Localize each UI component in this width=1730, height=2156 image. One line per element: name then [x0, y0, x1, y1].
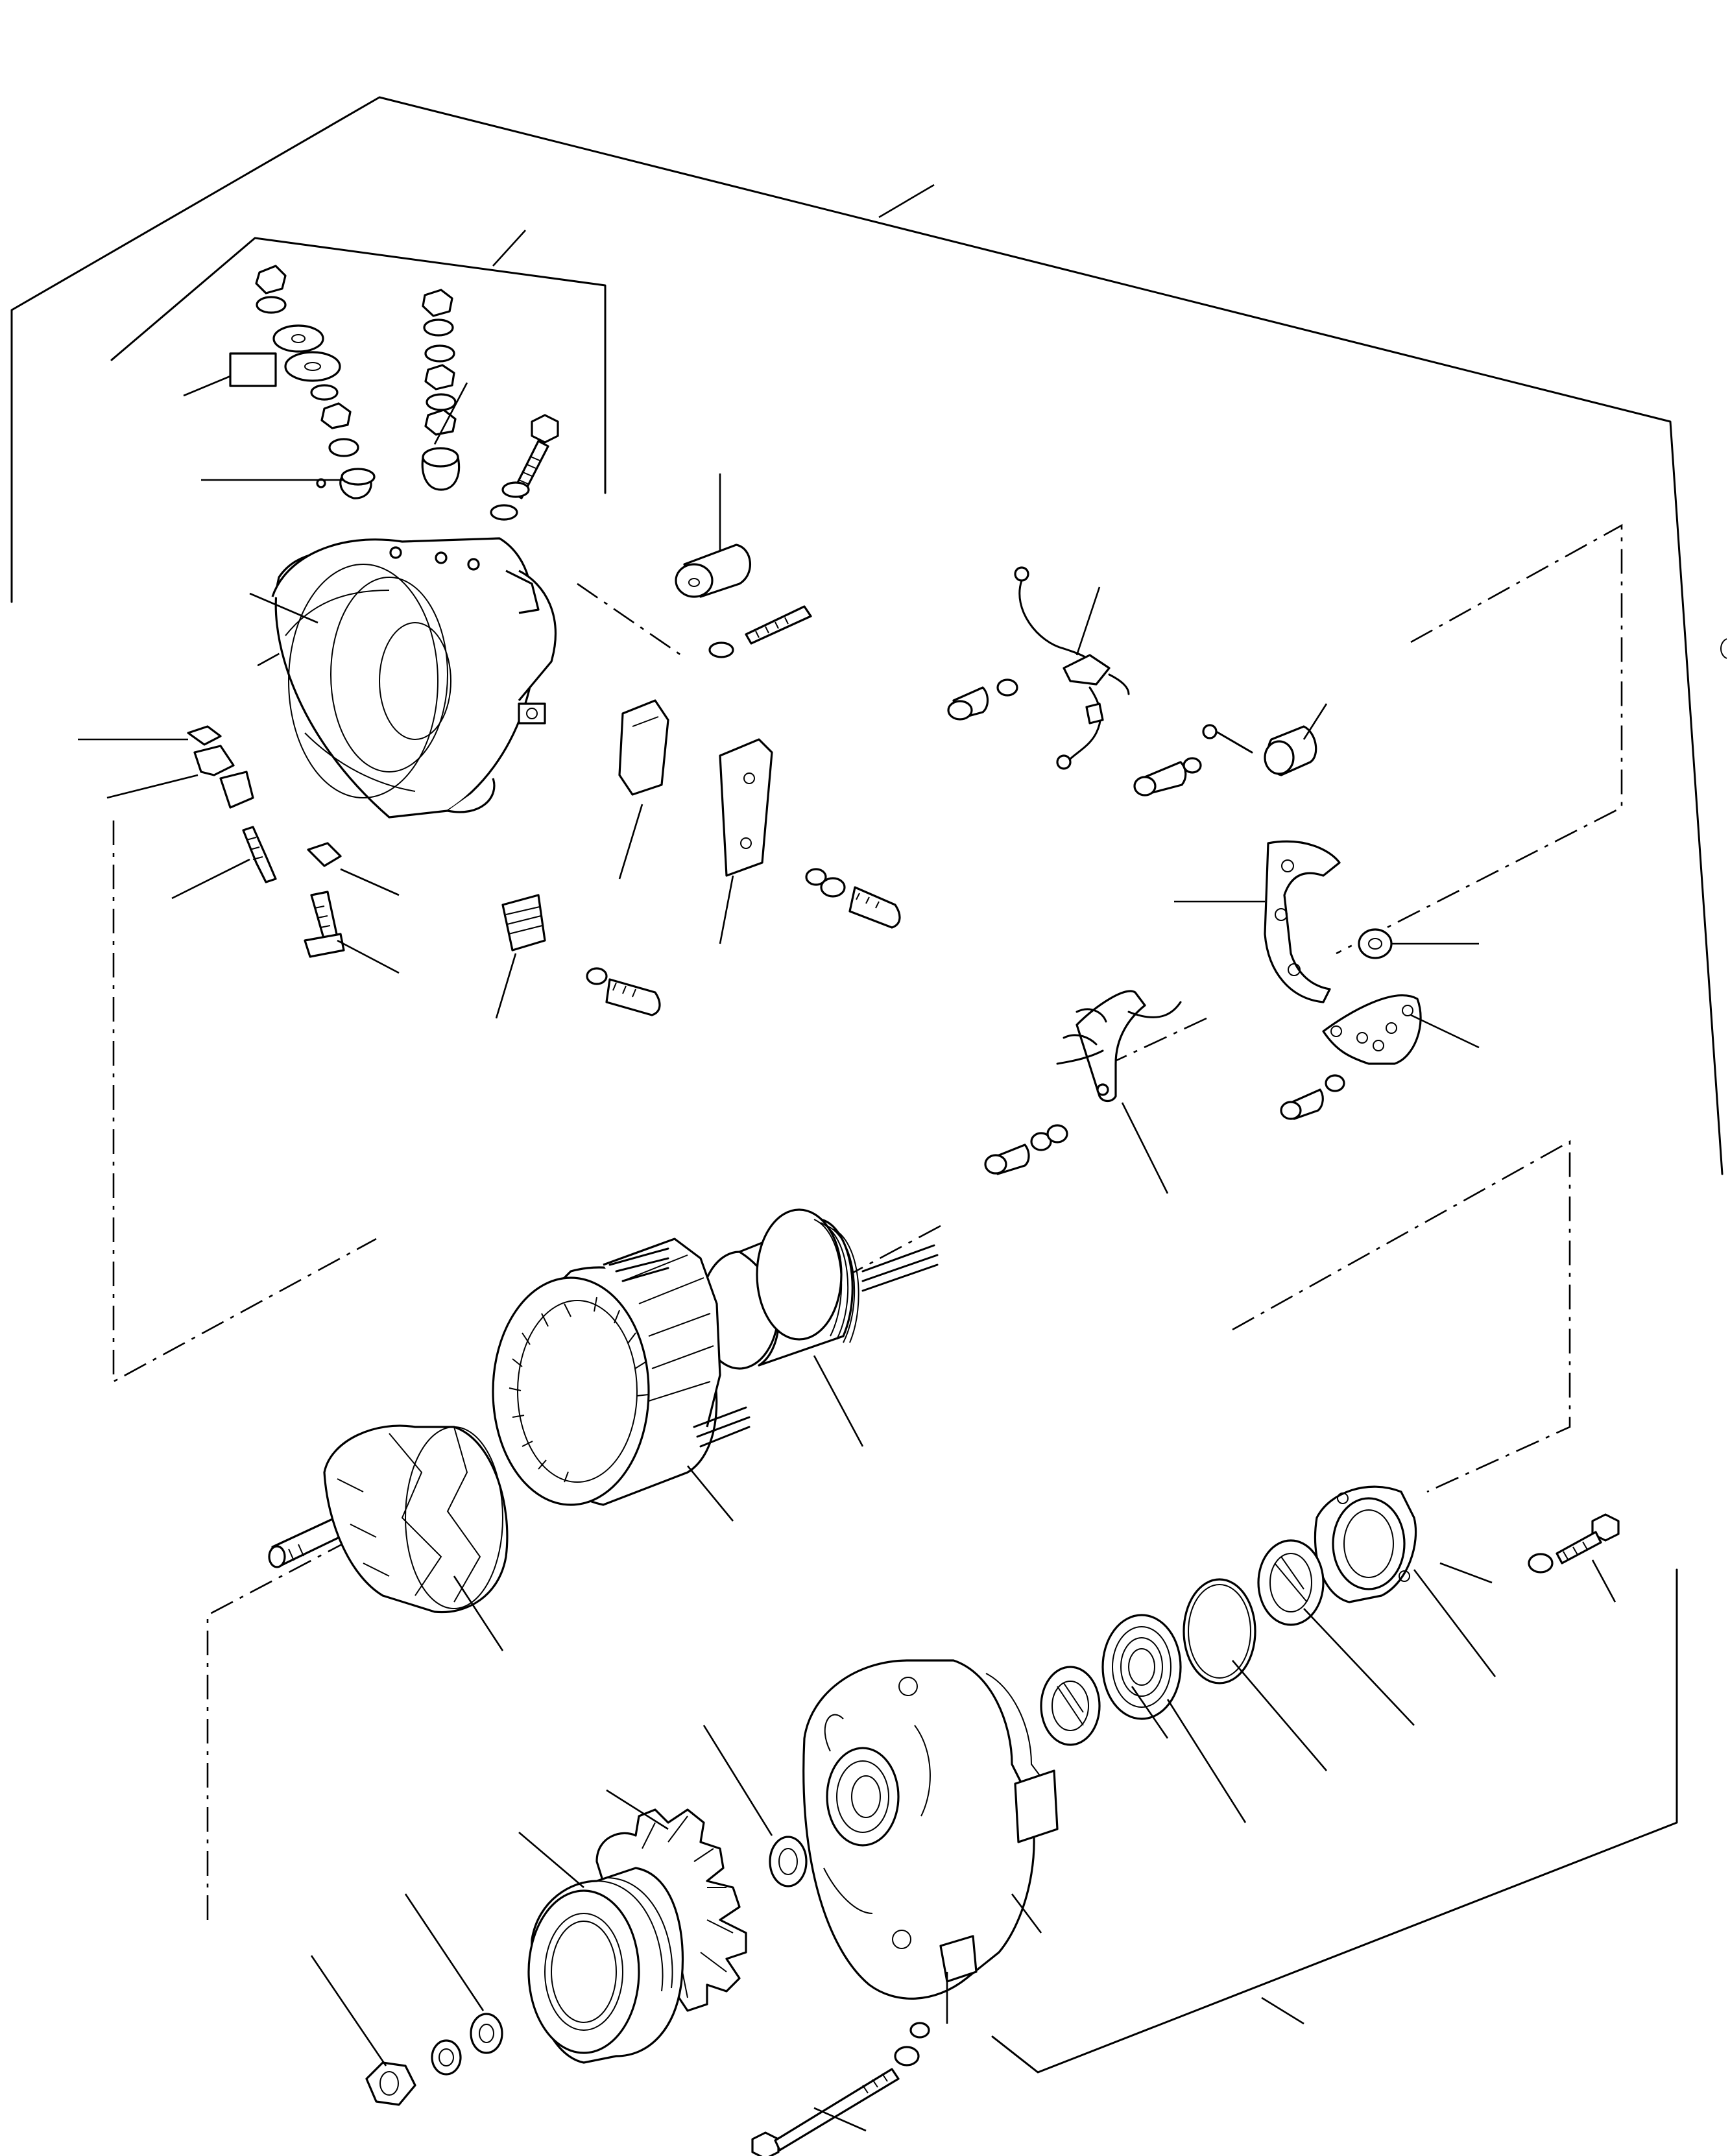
mounting-bolt-top	[490, 414, 559, 521]
bushing-sleeve	[675, 544, 751, 598]
brush-holder	[1056, 990, 1182, 1103]
ball-bearing	[1101, 1614, 1182, 1720]
assembly-axis-lines	[112, 523, 1623, 1920]
screws-brush-holder	[984, 1124, 1068, 1175]
page-edge-mark	[1720, 638, 1727, 659]
hex-nut-bottom	[365, 2061, 416, 2106]
terminal-hardware-stack-left	[255, 265, 376, 499]
o-ring	[1183, 1578, 1256, 1684]
bushing-small	[1358, 928, 1393, 959]
terminal-hardware-stack-center	[421, 289, 461, 491]
washer-pair-left	[229, 352, 326, 488]
screw-mid-upper	[708, 605, 812, 658]
diode-terminal	[1133, 724, 1317, 797]
rectifier-plate-upper	[1264, 840, 1341, 1003]
end-bearing-housing	[1314, 1485, 1417, 1603]
rectifier-plate-lower	[1322, 994, 1422, 1065]
rear-housing	[271, 537, 557, 819]
long-through-bolt	[751, 2022, 930, 2156]
capacitor-block	[618, 699, 669, 796]
spacer-ring	[769, 1836, 808, 1887]
group-brackets	[10, 96, 1724, 2074]
mounting-plate	[719, 738, 773, 877]
bearing-retainer	[1040, 1666, 1101, 1746]
stator	[492, 1238, 751, 1506]
needle-bearing	[1257, 1539, 1325, 1626]
pulley	[527, 1867, 684, 2064]
leader-lines	[78, 375, 1616, 2132]
lock-washer-bottom	[431, 2039, 462, 2076]
heat-sink-rectifier-small	[501, 894, 661, 1016]
flat-washer-bottom	[470, 2013, 503, 2054]
screws-lower-right-plate	[1280, 1074, 1345, 1120]
bolt-end-right	[1528, 1513, 1620, 1574]
drive-end-housing	[802, 1659, 1059, 2000]
screws-washers-mid	[805, 868, 901, 929]
clip-hardware-left	[187, 725, 345, 958]
rotor	[268, 1424, 509, 1614]
wiring-harness	[947, 566, 1130, 770]
slip-ring	[699, 1208, 939, 1370]
